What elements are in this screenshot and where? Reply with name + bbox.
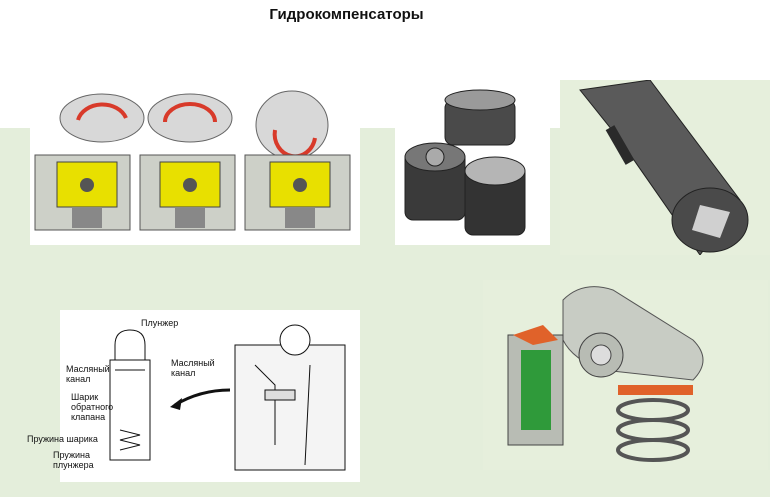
- label-oil-channel-left: Масляный канал: [66, 364, 110, 384]
- engine-head-drawing: [234, 324, 346, 471]
- lifter-section-diagram: [60, 310, 360, 482]
- label-plunger: Плунжер: [141, 318, 179, 328]
- label-ball-spring: Пружина шарика: [27, 434, 98, 444]
- lifter-body: [507, 325, 564, 446]
- cam-stage-3: [244, 90, 351, 231]
- label-plunger-spring: Пружина плунжера: [53, 450, 94, 470]
- cam-sequence-illustration: [30, 90, 360, 245]
- label-check-ball: Шарик обратного клапана: [71, 392, 114, 422]
- cam-stage-1: [34, 93, 145, 231]
- rocker-mechanism-illustration: [483, 280, 768, 470]
- page-title: Гидрокомпенсаторы: [269, 6, 424, 23]
- rocker-arm: [562, 286, 704, 381]
- lifters-photo: [395, 85, 550, 245]
- cam-stage-2: [139, 93, 236, 231]
- plunger-drawing: [109, 329, 151, 461]
- lifter-closeup-photo: [560, 80, 770, 255]
- valve-spring: [616, 385, 693, 462]
- label-oil-channel-right: Масляный канал: [171, 358, 215, 378]
